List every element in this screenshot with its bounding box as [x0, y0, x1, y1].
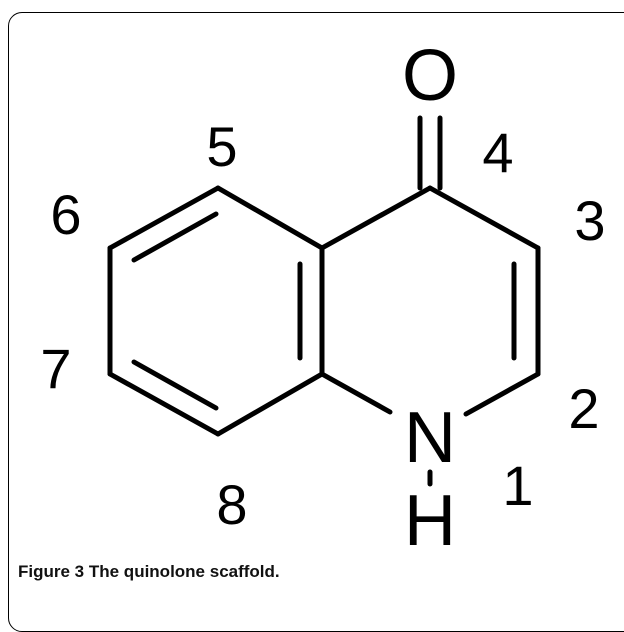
- caption-text: The quinolone scaffold.: [88, 562, 280, 581]
- position-7: 7: [40, 337, 71, 400]
- bond-c8a-n1: [319, 371, 393, 415]
- atom-hydrogen: H: [404, 481, 456, 560]
- position-2: 2: [568, 377, 599, 440]
- bond-c8a-c8: [215, 371, 325, 437]
- bond-c8-c7-inner: [131, 359, 219, 411]
- position-3: 3: [574, 189, 605, 252]
- atom-nitrogen: N: [404, 398, 456, 478]
- figure-caption: Figure 3 The quinolone scaffold.: [18, 562, 280, 582]
- position-5: 5: [206, 115, 237, 178]
- quinolone-structure: O N H 1 2 3 4 5 6 7 8: [40, 36, 605, 560]
- bond-c2-n1: [463, 371, 541, 417]
- bond-c4a-c4: [319, 185, 433, 251]
- atom-oxygen: O: [402, 36, 458, 116]
- bond-c4-c3: [427, 185, 541, 251]
- bond-c6-c5-inner: [131, 211, 219, 263]
- figure-label: Figure 3: [18, 562, 85, 581]
- bond-c8-c7: [107, 371, 221, 437]
- position-8: 8: [216, 473, 247, 536]
- position-1: 1: [502, 454, 533, 517]
- position-6: 6: [50, 183, 81, 246]
- position-4: 4: [482, 121, 513, 184]
- bond-c5-c4a: [215, 185, 325, 251]
- bond-c6-c5: [107, 185, 221, 251]
